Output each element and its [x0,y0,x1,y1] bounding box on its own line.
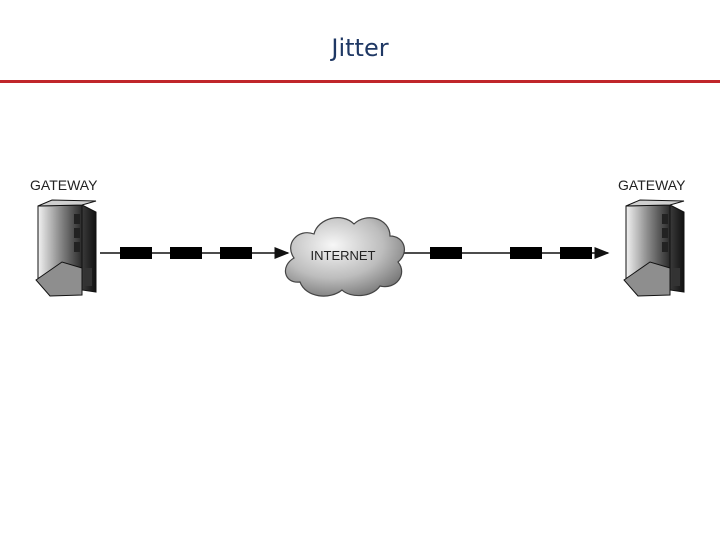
left-gateway: GATEWAY [30,177,98,296]
packet [170,247,202,259]
left-gateway-label: GATEWAY [30,177,98,193]
packet [220,247,252,259]
packet [430,247,462,259]
internet-cloud: INTERNET [285,218,404,296]
packet [560,247,592,259]
right-server-tower-icon [624,200,684,296]
internet-label: INTERNET [311,248,376,263]
right-gateway: GATEWAY [618,177,686,296]
packet [510,247,542,259]
packet [120,247,152,259]
left-server-tower-icon [36,200,96,296]
right-gateway-label: GATEWAY [618,177,686,193]
